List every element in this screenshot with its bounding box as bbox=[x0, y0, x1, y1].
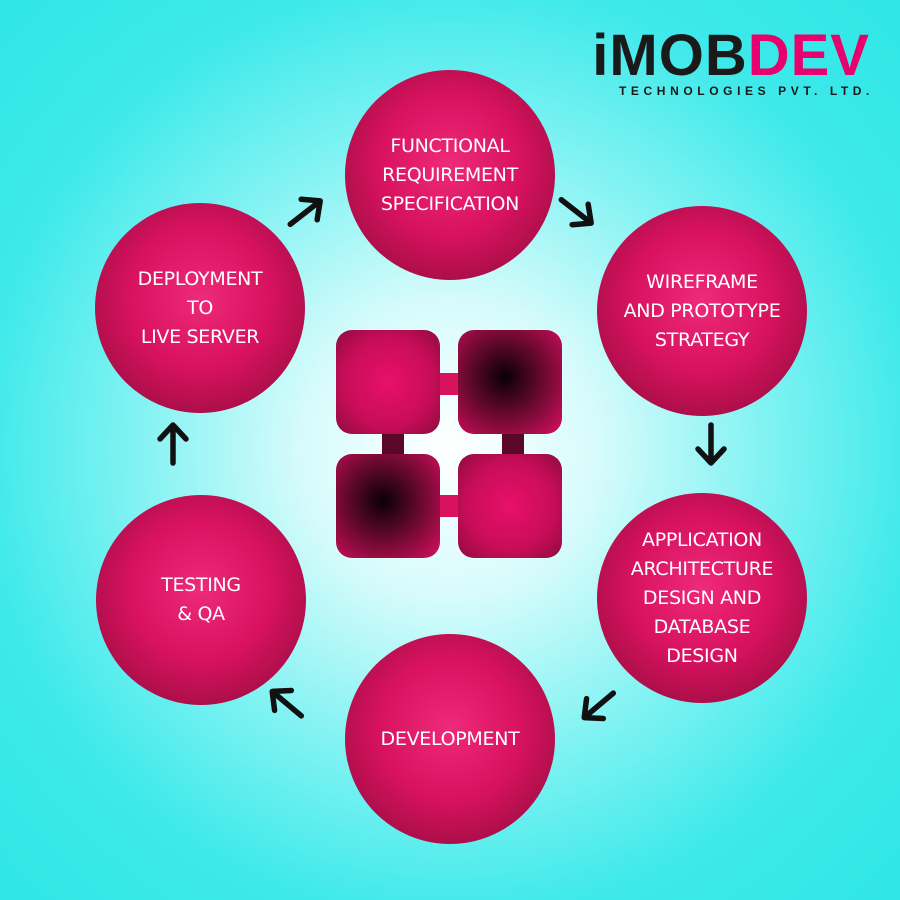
logo-tagline: TECHNOLOGIES PVT. LTD. bbox=[619, 84, 874, 98]
block-bottom-left bbox=[336, 454, 440, 558]
puzzle-blocks-icon bbox=[336, 330, 562, 558]
step-development: DEVELOPMENT bbox=[345, 634, 555, 844]
step-label: TESTING & QA bbox=[161, 574, 241, 625]
cycle-arrow-icon bbox=[160, 425, 186, 463]
step-architecture-database: APPLICATION ARCHITECTURE DESIGN AND DATA… bbox=[597, 493, 807, 703]
step-label: DEVELOPMENT bbox=[380, 727, 520, 750]
company-logo: iMOBDEV TECHNOLOGIES PVT. LTD. bbox=[592, 27, 870, 99]
step-label: FUNCTIONAL REQUIREMENT SPECIFICATION bbox=[380, 134, 520, 215]
cycle-arrow-icon bbox=[576, 683, 622, 727]
cycle-arrow-icon bbox=[282, 191, 328, 235]
step-label: DEPLOYMENT TO LIVE SERVER bbox=[137, 267, 263, 348]
step-testing-qa: TESTING & QA bbox=[96, 495, 306, 705]
step-label: APPLICATION ARCHITECTURE DESIGN AND DATA… bbox=[630, 528, 774, 667]
logo-wordmark-part2: DEV bbox=[747, 23, 870, 88]
cycle-arrow-icon bbox=[264, 681, 310, 725]
step-functional-requirement: FUNCTIONAL REQUIREMENT SPECIFICATION bbox=[345, 70, 555, 280]
block-bottom-right bbox=[458, 454, 562, 558]
logo-wordmark-part1: iMOB bbox=[592, 23, 748, 88]
block-top-left bbox=[336, 330, 440, 434]
step-label: WIREFRAME AND PROTOTYPE STRATEGY bbox=[623, 270, 781, 351]
step-wireframe-prototype: WIREFRAME AND PROTOTYPE STRATEGY bbox=[597, 206, 807, 416]
step-deployment: DEPLOYMENT TO LIVE SERVER bbox=[95, 203, 305, 413]
logo-wordmark: iMOBDEV bbox=[592, 27, 870, 85]
cycle-arrow-icon bbox=[698, 425, 724, 463]
block-top-right bbox=[458, 330, 562, 434]
cycle-arrow-icon bbox=[553, 189, 599, 233]
